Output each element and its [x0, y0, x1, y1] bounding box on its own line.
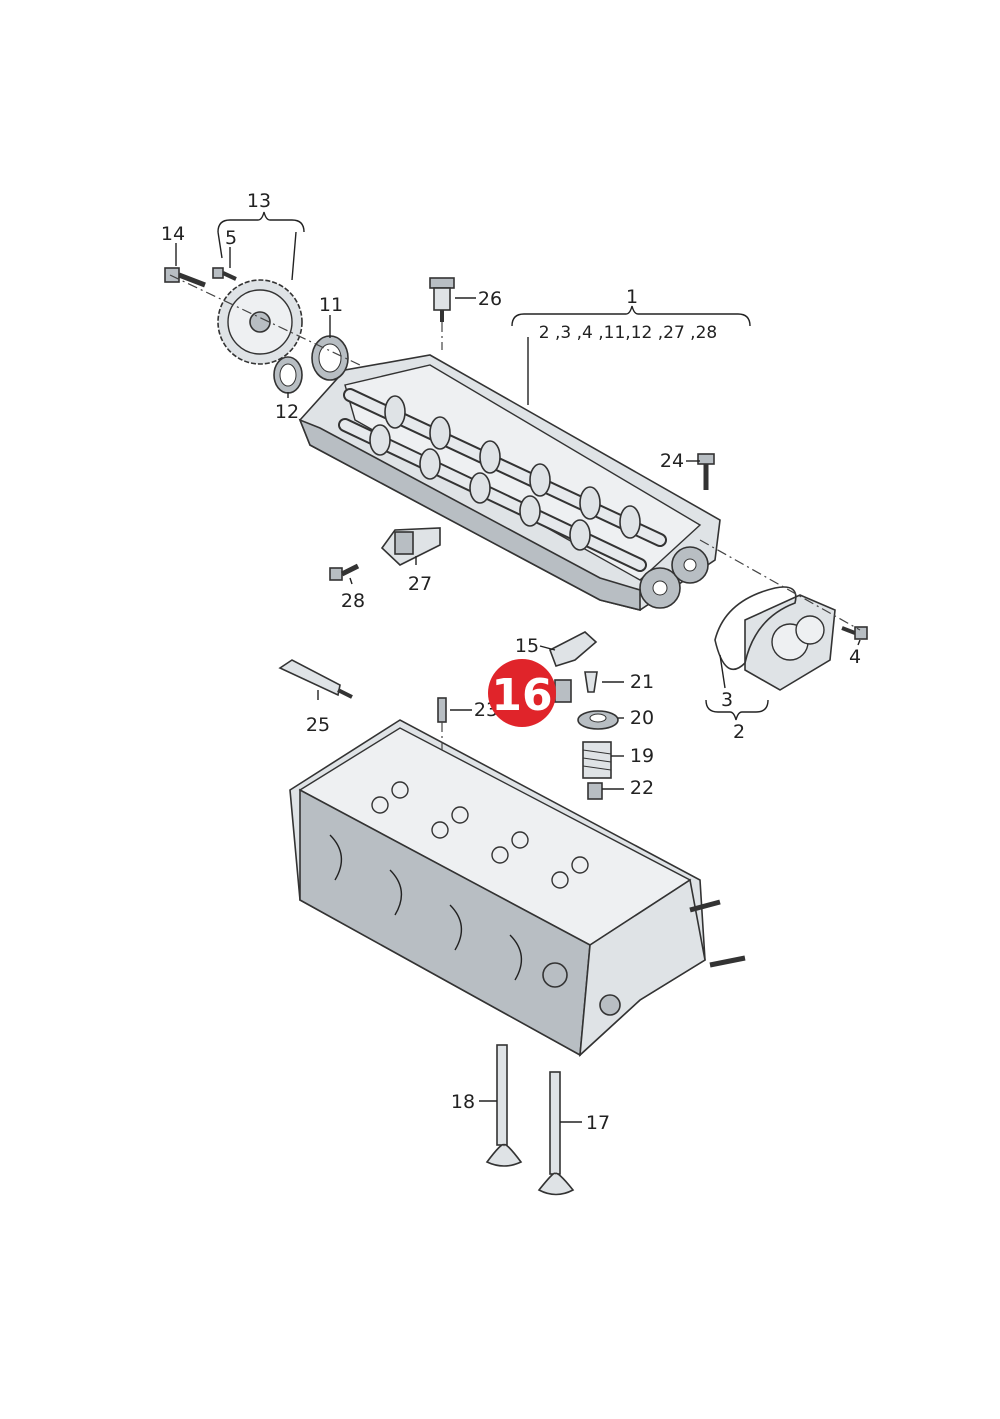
highlight-badge-16[interactable]: 16	[488, 659, 556, 727]
label-2: 2	[733, 721, 745, 743]
cylinder-head	[289, 719, 746, 1057]
gasket-3	[714, 586, 797, 670]
spring-plate-20	[577, 710, 619, 730]
highlight-circle	[488, 659, 556, 727]
label-20: 20	[630, 707, 654, 729]
valve-spring-19	[582, 741, 612, 779]
leader-lines	[175, 231, 861, 1123]
bolt-5	[212, 267, 237, 281]
label-14: 14	[161, 223, 185, 245]
label-22: 22	[630, 777, 654, 799]
label-12: 12	[275, 401, 299, 423]
label-18: 18	[451, 1091, 475, 1113]
label-3: 3	[721, 689, 733, 711]
rocker-arm-15	[549, 631, 598, 667]
bolt-4	[841, 626, 868, 640]
label-1: 1	[626, 286, 638, 308]
sealant-tube-25	[278, 659, 353, 699]
label-28: 28	[341, 590, 365, 612]
label-15: 15	[515, 635, 539, 657]
dowel-pin-23	[437, 697, 447, 723]
valve-keeper-21	[584, 671, 598, 693]
camshaft-lower	[338, 418, 647, 572]
bracket-1	[511, 305, 751, 327]
hydraulic-lifter-16	[554, 679, 572, 703]
bracket-2	[705, 699, 769, 721]
label-5: 5	[225, 227, 237, 249]
label-4: 4	[849, 646, 861, 668]
label-11: 11	[319, 294, 343, 316]
sensor-27	[380, 527, 441, 566]
highlight-number: 16	[491, 670, 552, 721]
bolt-24	[697, 453, 715, 490]
label-21: 21	[630, 671, 654, 693]
camshaft-upper	[343, 388, 667, 547]
valve-18	[485, 1044, 523, 1167]
seal-ring-12	[273, 356, 303, 394]
cover-2	[744, 594, 836, 691]
seal-ring-11	[311, 335, 349, 381]
camshaft-housing	[298, 354, 721, 612]
bracket-13	[217, 211, 305, 233]
label-17: 17	[586, 1112, 610, 1134]
valve-stem-seal-22	[587, 782, 603, 800]
label-1-group: 2 ,3 ,4 ,11,12 ,27 ,28	[539, 323, 717, 343]
label-19: 19	[630, 745, 654, 767]
plug-26	[429, 277, 455, 322]
label-27: 27	[408, 573, 432, 595]
valve-17	[537, 1071, 575, 1196]
camshaft-sprocket	[217, 279, 303, 365]
label-25: 25	[306, 714, 330, 736]
assembly-lines	[169, 274, 861, 750]
label-13: 13	[247, 190, 271, 212]
label-24: 24	[660, 450, 684, 472]
cylinder-head-valve-bores	[371, 781, 589, 889]
bolt-28	[329, 563, 360, 581]
bolt-14	[164, 267, 206, 288]
cylinder-head-ports	[329, 834, 621, 1016]
label-26: 26	[478, 288, 502, 310]
